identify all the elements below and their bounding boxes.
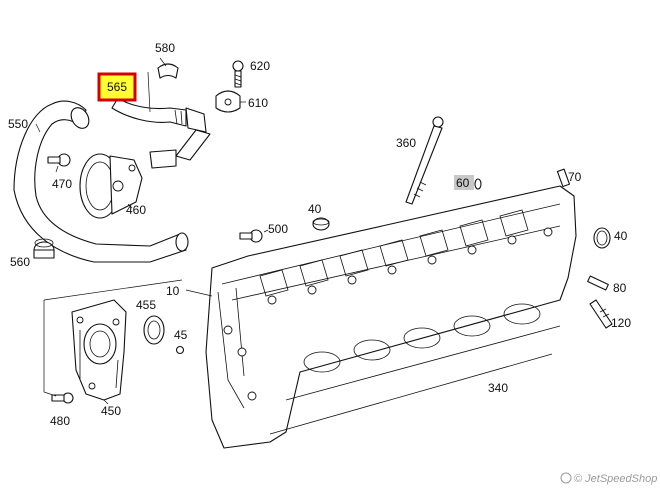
head-bolt-360 [405,116,444,205]
callout-labels: 565 60 580 620 610 550 470 460 560 360 7… [8,41,631,428]
watermark: © JetSpeedShop [560,472,657,485]
callout-460[interactable]: 460 [126,203,146,217]
callout-480[interactable]: 480 [50,414,70,428]
callout-565[interactable]: 565 [107,80,127,94]
shaded-box-60 [454,175,474,190]
cam-towers [259,209,529,297]
callout-40-top[interactable]: 40 [308,202,322,216]
callout-360[interactable]: 360 [396,136,416,150]
callout-610[interactable]: 610 [248,96,268,110]
callout-80[interactable]: 80 [613,281,627,295]
callout-580[interactable]: 580 [155,41,175,55]
callout-70[interactable]: 70 [568,170,582,184]
callout-500[interactable]: 500 [268,222,288,236]
watermark-text: © JetSpeedShop [574,473,657,485]
callout-550[interactable]: 550 [8,117,28,131]
callout-560[interactable]: 560 [10,255,30,269]
callout-470[interactable]: 470 [52,177,72,191]
timing-cover [43,279,185,405]
callout-620[interactable]: 620 [250,59,270,73]
callout-340[interactable]: 340 [488,381,508,395]
cylinder-head [185,185,577,449]
highlight-box-565 [97,72,137,102]
small-parts [239,168,613,329]
callout-455[interactable]: 455 [136,298,156,312]
combustion-chambers [303,303,541,373]
callout-450[interactable]: 450 [101,404,121,418]
callout-60[interactable]: 60 [456,176,470,190]
breather-hose-group [111,57,246,169]
coolant-pipe [13,100,189,263]
head-bolt-holes [267,227,553,305]
callout-10[interactable]: 10 [166,284,180,298]
thermostat-housing [79,153,143,219]
callout-45[interactable]: 45 [174,328,188,342]
callout-40-right[interactable]: 40 [614,229,628,243]
callout-120[interactable]: 120 [611,316,631,330]
